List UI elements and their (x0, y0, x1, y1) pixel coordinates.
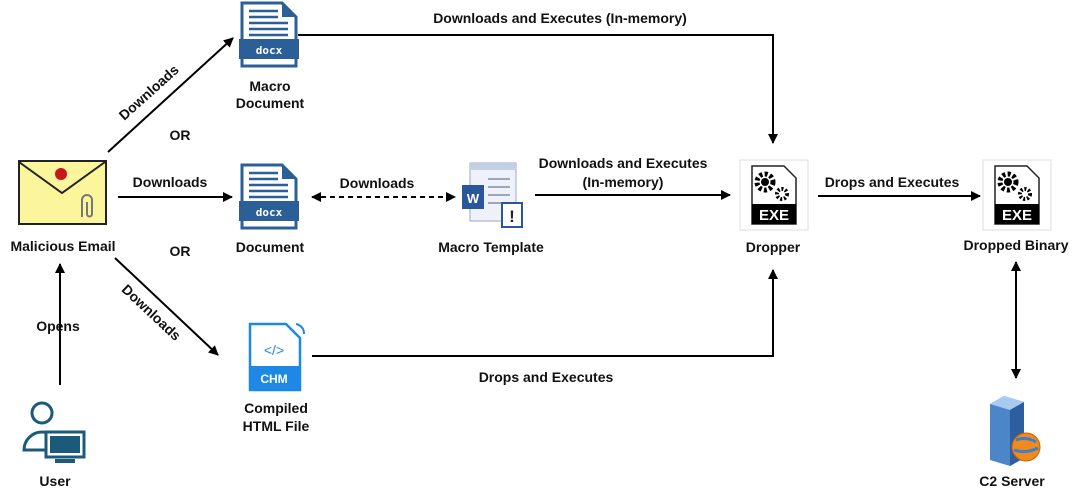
dropper-exe-icon: EXE (740, 160, 808, 230)
edge-label-macro-dropper: Downloads and Executes (In-memory) (433, 10, 687, 26)
email-icon (18, 160, 107, 225)
svg-text:W: W (467, 191, 480, 206)
edge-macro-document-dropper (298, 34, 778, 144)
paperclip-icon (81, 194, 93, 218)
node-label-user: User (39, 473, 71, 489)
svg-text:CHM: CHM (260, 372, 287, 386)
svg-text:</>: </> (264, 342, 284, 358)
document-icon: docx (237, 163, 301, 230)
node-label-macro-document-2: Document (236, 95, 305, 111)
node-label-c2-server: C2 Server (979, 473, 1045, 489)
node-label-chm-1: Compiled (244, 400, 308, 416)
svg-text:docx: docx (256, 206, 283, 219)
edge-label-chm-dropper: Drops and Executes (479, 369, 614, 385)
or-label-1: OR (170, 127, 191, 143)
svg-text:EXE: EXE (759, 207, 789, 224)
edge-label-downloads-doc: Downloads (133, 174, 208, 190)
malware-icon (55, 168, 67, 180)
edge-label-template-dropper-1: Downloads and Executes (539, 155, 708, 171)
svg-text:!: ! (509, 207, 515, 226)
node-label-dropper: Dropper (746, 239, 801, 255)
node-label-dropped-binary: Dropped Binary (963, 237, 1068, 253)
or-label-2: OR (170, 243, 191, 259)
node-label-document: Document (236, 239, 305, 255)
dropped-binary-exe-icon: EXE (983, 160, 1051, 230)
svg-text:docx: docx (256, 44, 283, 57)
edge-label-template-dropper-2: (In-memory) (583, 174, 664, 190)
node-label-chm-2: HTML File (243, 418, 310, 434)
node-label-macro-template: Macro Template (438, 239, 544, 255)
chm-file-icon: </> CHM (248, 322, 305, 392)
edge-chm-dropper (312, 269, 778, 357)
macro-document-icon: docx (237, 1, 301, 68)
macro-template-icon: W ! (462, 162, 523, 228)
edge-email-macro-document (107, 37, 234, 153)
node-label-email: Malicious Email (10, 238, 115, 254)
edge-label-downloads-chm: Downloads (119, 281, 185, 344)
edge-label-downloads-template: Downloads (340, 175, 415, 191)
user-icon (22, 401, 86, 463)
svg-text:EXE: EXE (1002, 207, 1032, 224)
node-label-macro-document-1: Macro (249, 78, 290, 94)
edge-label-dropper-binary: Drops and Executes (825, 174, 960, 190)
edge-label-opens: Opens (36, 318, 80, 334)
edge-email-chm (114, 257, 219, 356)
c2-server-icon (990, 396, 1041, 466)
